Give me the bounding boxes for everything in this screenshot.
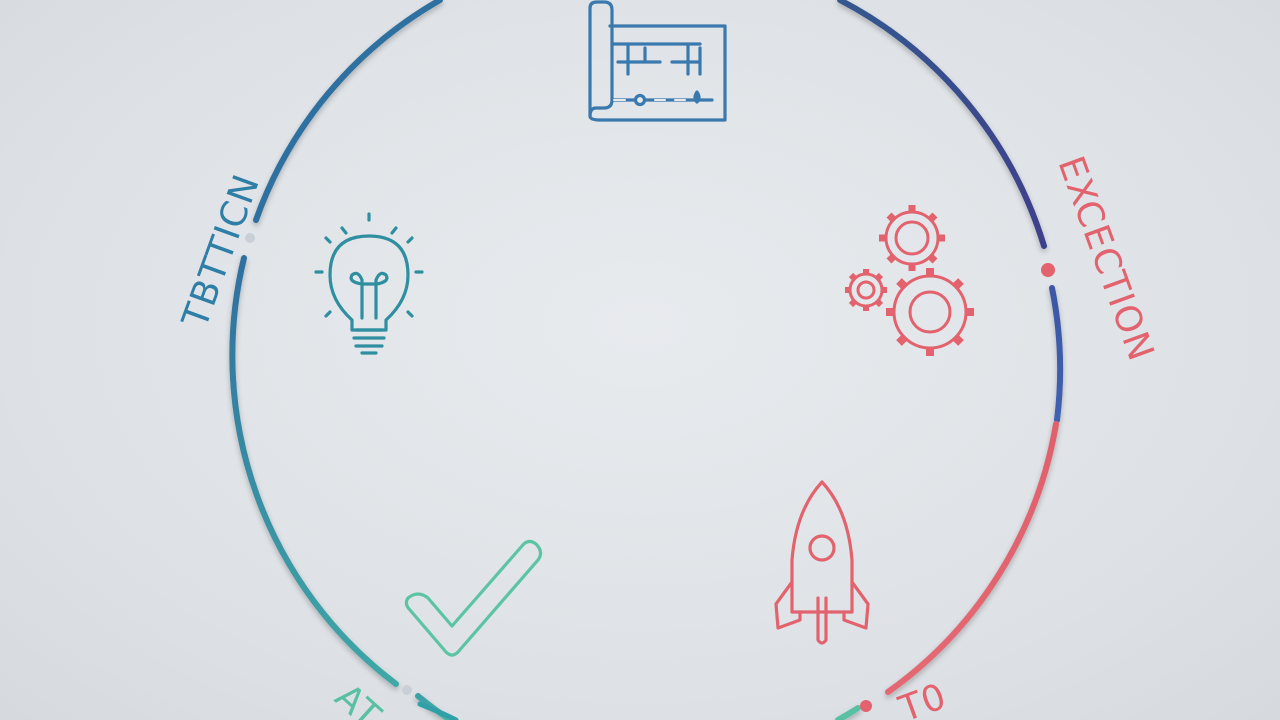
checkmark-icon: [404, 539, 543, 657]
ring-segment-bottom-teal: [835, 705, 861, 720]
ring-node-bottom-left: [402, 685, 412, 695]
ring-segment-bottom-right: [885, 421, 1059, 695]
ring-segment-right: [1049, 285, 1064, 423]
label-left: TBTTICN: [175, 169, 268, 334]
ring-segment-left: [229, 255, 399, 687]
cycle-ring: [229, 0, 1064, 720]
bottom-arrow-tail: [417, 701, 459, 720]
label-bottom-left: AT: [327, 676, 388, 720]
lightbulb-icon: [314, 212, 424, 355]
ring-segment-top-left: [253, 0, 443, 223]
blueprint-icon: [588, 0, 727, 122]
ring-node-right: [1041, 263, 1055, 277]
rocket-icon: [774, 480, 870, 645]
ring-node-left: [245, 233, 255, 243]
gears-icon: [845, 205, 974, 356]
ring-node-bottom-right: [860, 700, 872, 712]
ring-segment-top-right: [837, 0, 1047, 249]
label-right: EXCECTION: [1050, 151, 1162, 367]
